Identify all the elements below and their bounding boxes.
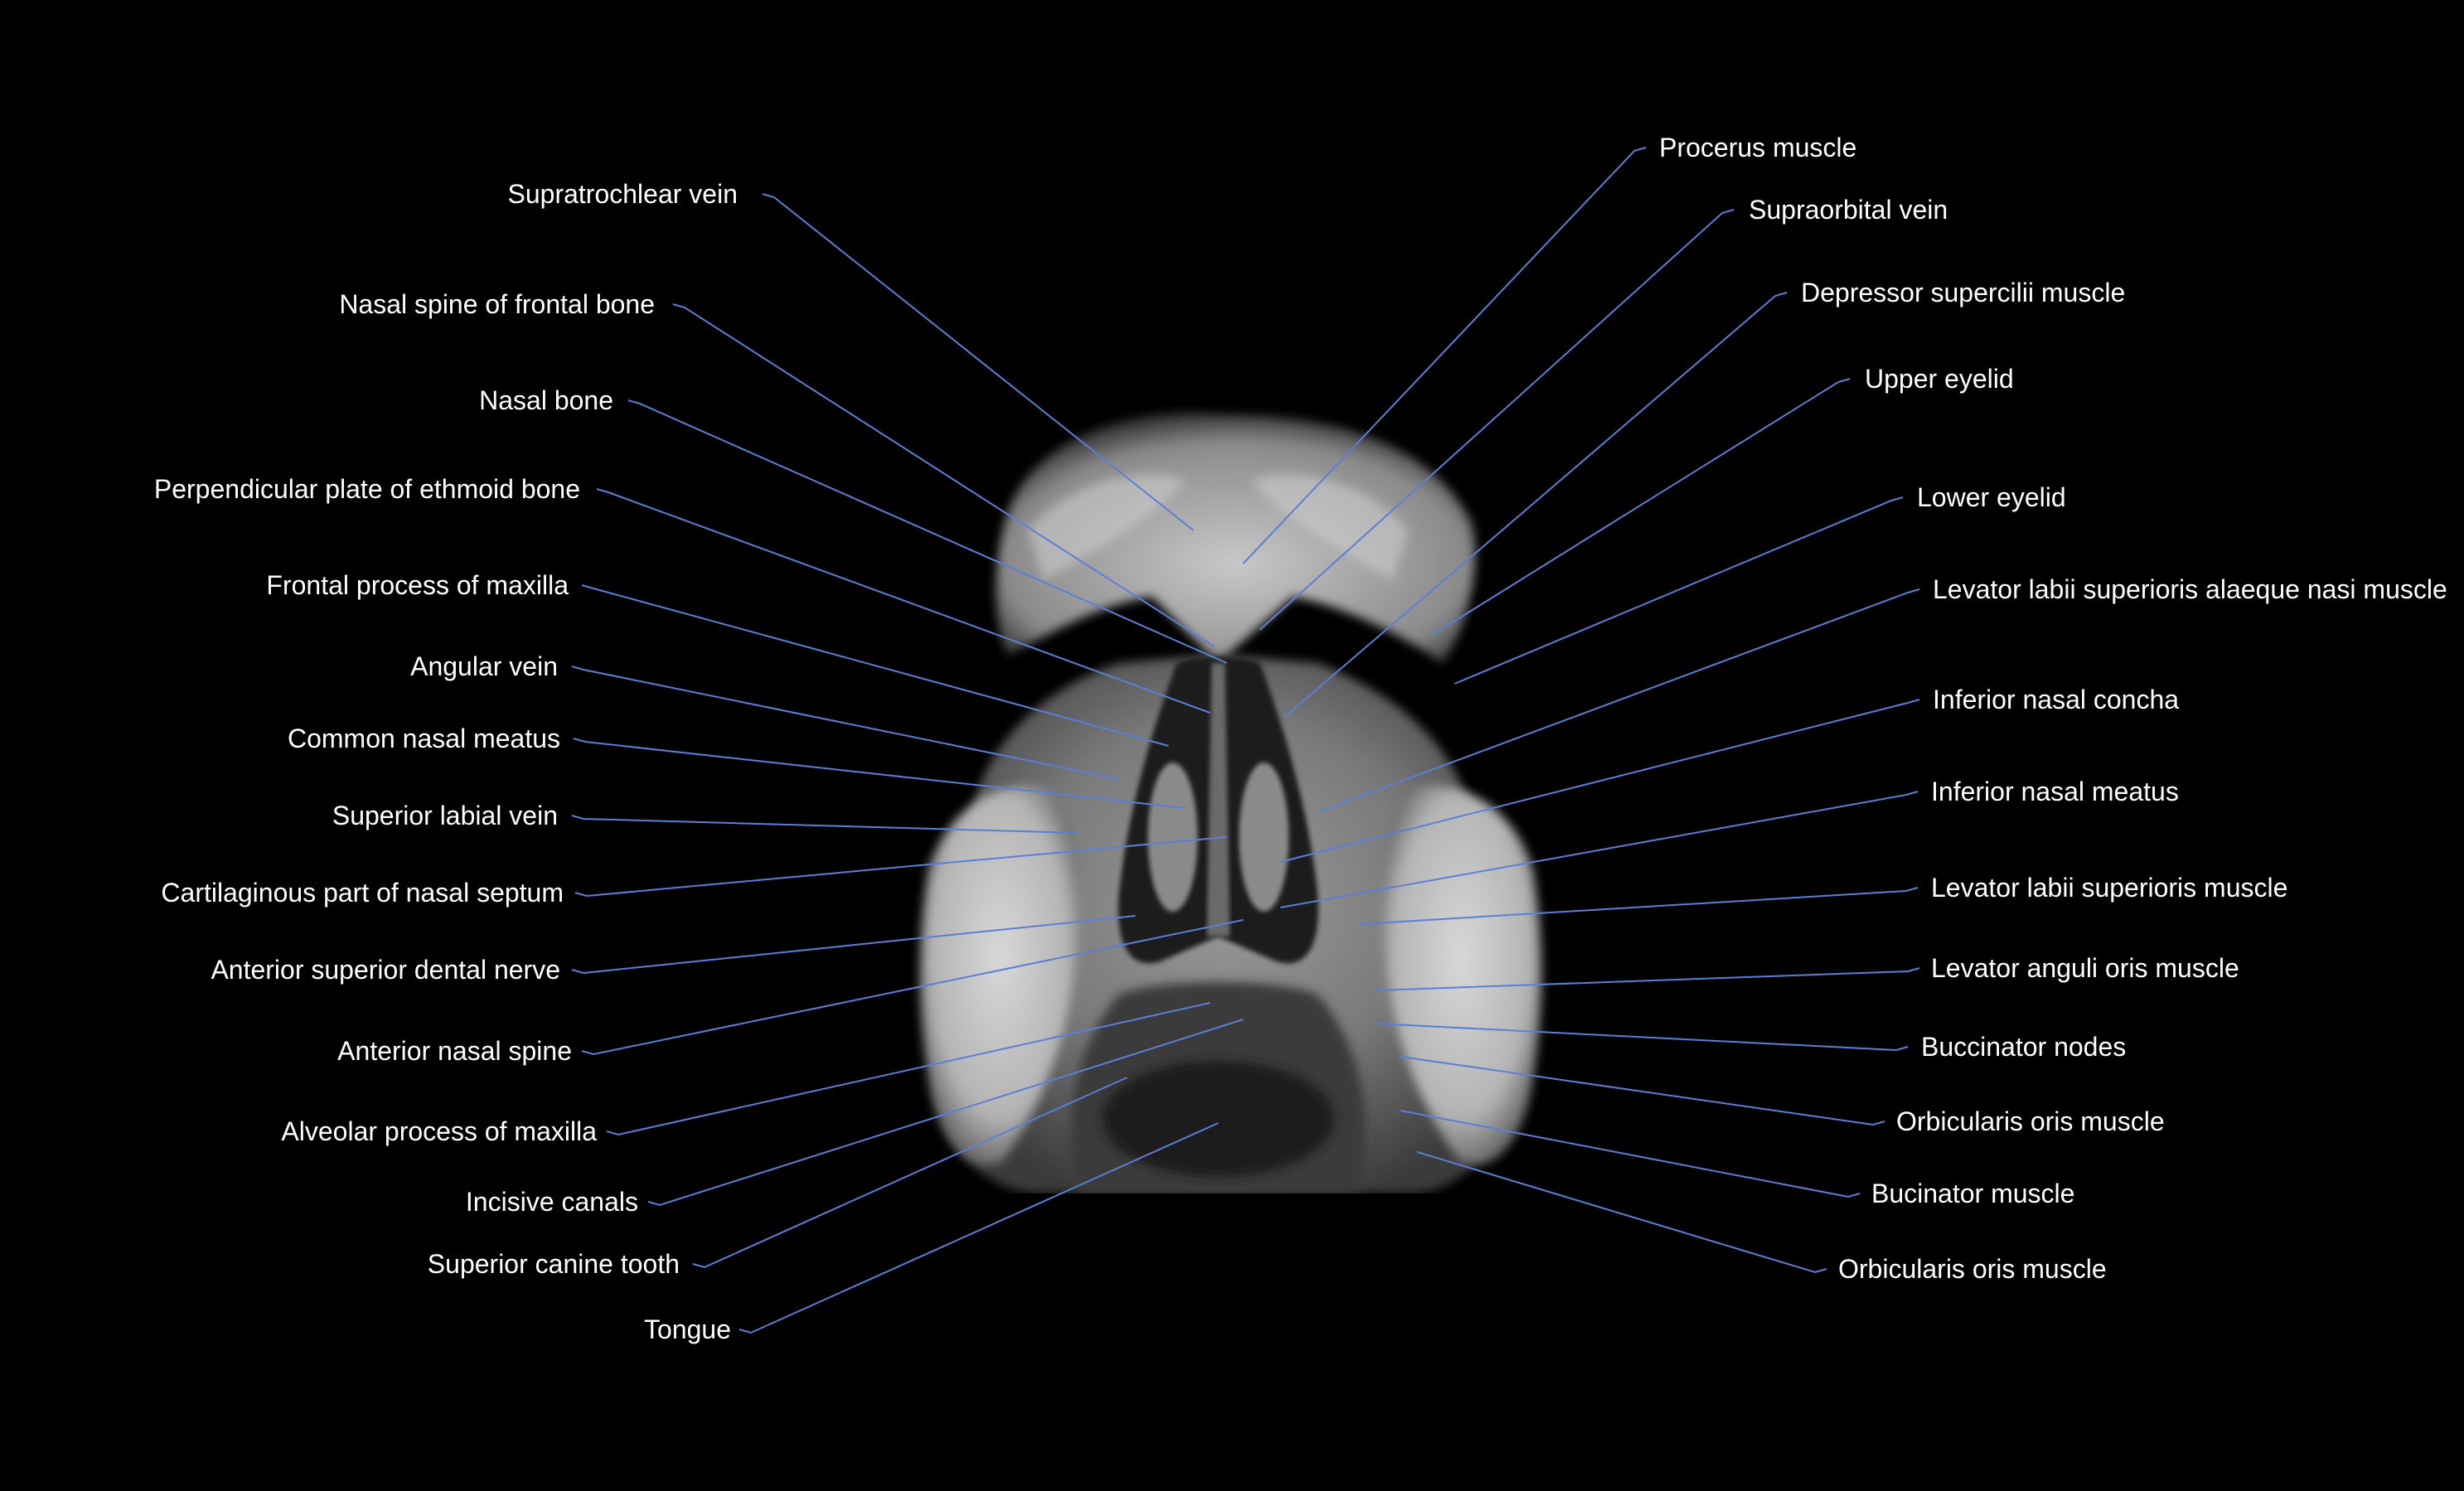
leader-line-incisive-canals bbox=[647, 1019, 1244, 1207]
label-levator-labii-superioris-muscle: Levator labii superioris muscle bbox=[1931, 873, 2288, 903]
leader-line-tongue bbox=[738, 1122, 1219, 1334]
leader-line-supraorbital-vein bbox=[1259, 209, 1735, 631]
label-orbicularis-oris-muscle: Orbicularis oris muscle bbox=[1838, 1254, 2107, 1284]
leader-line-anterior-nasal-spine bbox=[581, 919, 1244, 1056]
leader-line-anterior-superior-dental-nerve bbox=[571, 915, 1136, 975]
leader-line-inferior-nasal-concha bbox=[1280, 699, 1920, 863]
label-frontal-process-of-maxilla: Frontal process of maxilla bbox=[266, 570, 569, 600]
label-incisive-canals: Incisive canals bbox=[465, 1187, 638, 1217]
leader-lines bbox=[571, 147, 1920, 1334]
leader-line-common-nasal-meatus bbox=[573, 738, 1186, 809]
leader-line-levator-anguli-oris-muscle bbox=[1375, 967, 1920, 991]
right-cheek bbox=[1381, 786, 1542, 1165]
label-inferior-nasal-concha: Inferior nasal concha bbox=[1933, 685, 2180, 714]
leader-line-superior-labial-vein bbox=[571, 815, 1078, 834]
brow-highlight-left bbox=[1028, 474, 1185, 580]
left-cheek bbox=[919, 786, 1081, 1165]
leader-line-depressor-supercilii-muscle bbox=[1284, 292, 1788, 718]
label-supratrochlear-vein: Supratrochlear vein bbox=[507, 179, 738, 209]
nasal-septum bbox=[1207, 663, 1230, 937]
label-superior-labial-vein: Superior labial vein bbox=[332, 801, 558, 830]
label-anterior-nasal-spine: Anterior nasal spine bbox=[337, 1036, 572, 1066]
label-angular-vein: Angular vein bbox=[410, 651, 558, 681]
label-upper-eyelid: Upper eyelid bbox=[1865, 364, 2014, 394]
leader-line-cartilaginous-part-of-nasal-septum bbox=[574, 836, 1227, 898]
leader-line-perpendicular-plate-of-ethmoid-bone bbox=[596, 488, 1211, 714]
label-depressor-supercilii-muscle: Depressor supercilii muscle bbox=[1801, 278, 2126, 307]
leader-line-bucinator-muscle bbox=[1400, 1110, 1861, 1198]
label-common-nasal-meatus: Common nasal meatus bbox=[287, 724, 560, 753]
label-nasal-spine-of-frontal-bone: Nasal spine of frontal bone bbox=[339, 289, 655, 319]
label-procerus-muscle: Procerus muscle bbox=[1659, 133, 1857, 162]
leader-line-orbicularis-oris-muscle bbox=[1416, 1151, 1827, 1274]
leader-line-lower-eyelid bbox=[1454, 496, 1904, 685]
label-lower-eyelid: Lower eyelid bbox=[1917, 482, 2066, 512]
label-nasal-bone: Nasal bone bbox=[479, 385, 613, 415]
leader-line-inferior-nasal-meatus bbox=[1280, 791, 1919, 908]
mri-scan bbox=[919, 413, 1542, 1193]
label-alveolar-process-of-maxilla: Alveolar process of maxilla bbox=[281, 1116, 597, 1146]
leader-line-superior-canine-tooth bbox=[692, 1077, 1128, 1269]
leader-line-supratrochlear-vein bbox=[762, 193, 1194, 531]
label-buccinator-nodes: Buccinator nodes bbox=[1921, 1032, 2127, 1062]
brow-region bbox=[995, 413, 1476, 663]
label-levator-anguli-oris-muscle: Levator anguli oris muscle bbox=[1931, 953, 2239, 983]
leader-line-levator-labii-superioris-alaeque-nasi-muscle bbox=[1317, 588, 1920, 813]
leader-line-orbicularis-oris-muscle bbox=[1400, 1056, 1886, 1126]
label-perpendicular-plate-of-ethmoid-bone: Perpendicular plate of ethmoid bone bbox=[153, 474, 580, 504]
leader-line-upper-eyelid bbox=[1433, 378, 1851, 635]
label-orbicularis-oris-muscle: Orbicularis oris muscle bbox=[1896, 1106, 2165, 1136]
label-tongue: Tongue bbox=[644, 1314, 731, 1344]
leader-line-angular-vein bbox=[571, 666, 1120, 780]
right-concha bbox=[1239, 762, 1289, 912]
left-concha bbox=[1148, 762, 1198, 912]
label-cartilaginous-part-of-nasal-septum: Cartilaginous part of nasal septum bbox=[161, 878, 564, 908]
tongue-region bbox=[1102, 1061, 1334, 1177]
leader-line-procerus-muscle bbox=[1242, 147, 1647, 564]
brow-highlight-right bbox=[1251, 474, 1409, 580]
label-levator-labii-superioris-alaeque-nasi-muscle: Levator labii superioris alaeque nasi mu… bbox=[1933, 574, 2447, 604]
leader-line-nasal-spine-of-frontal-bone bbox=[672, 303, 1215, 647]
label-supraorbital-vein: Supraorbital vein bbox=[1749, 195, 1948, 225]
label-anterior-superior-dental-nerve: Anterior superior dental nerve bbox=[211, 955, 560, 985]
leader-line-nasal-bone bbox=[627, 399, 1227, 664]
label-inferior-nasal-meatus: Inferior nasal meatus bbox=[1931, 777, 2179, 806]
leader-line-frontal-process-of-maxilla bbox=[581, 584, 1169, 747]
label-bucinator-muscle: Bucinator muscle bbox=[1871, 1179, 2075, 1208]
leader-line-buccinator-nodes bbox=[1375, 1023, 1909, 1052]
leader-line-levator-labii-superioris-muscle bbox=[1358, 887, 1919, 925]
leader-line-alveolar-process-of-maxilla bbox=[606, 1002, 1211, 1136]
label-superior-canine-tooth: Superior canine tooth bbox=[427, 1249, 680, 1279]
